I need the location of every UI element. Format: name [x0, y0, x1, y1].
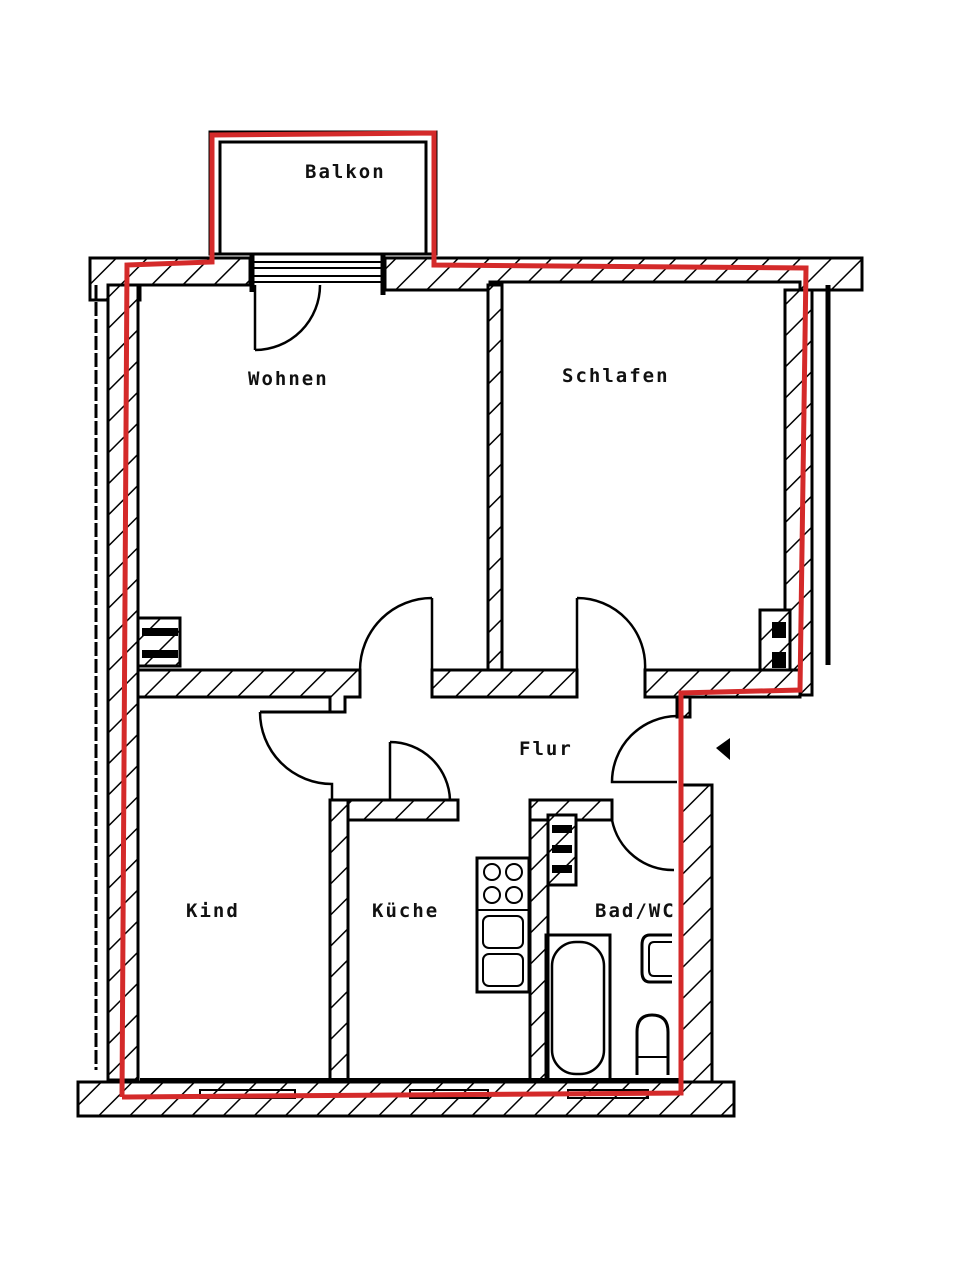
room-label-flur: Flur	[519, 738, 573, 760]
bathroom-fixtures	[544, 933, 672, 1082]
room-label-balkon: Balkon	[305, 161, 386, 183]
room-label-kueche: Küche	[372, 900, 439, 922]
entrance-arrow-icon	[716, 738, 730, 760]
wall-right	[758, 285, 862, 697]
room-label-kind: Kind	[186, 900, 240, 922]
room-label-wohnen: Wohnen	[248, 368, 329, 390]
balcony	[208, 130, 438, 256]
room-label-bad: Bad/WC	[595, 900, 676, 922]
apartment-outline	[119, 130, 809, 1100]
room-label-schlafen: Schlafen	[562, 365, 670, 387]
kitchen-appliances	[475, 856, 531, 994]
wall-lower	[328, 695, 714, 1094]
room-labels: Balkon Wohnen Schlafen Flur Kind Küche B…	[186, 161, 676, 922]
doors	[253, 284, 678, 872]
wall-wohnen-schlafen	[486, 283, 504, 677]
